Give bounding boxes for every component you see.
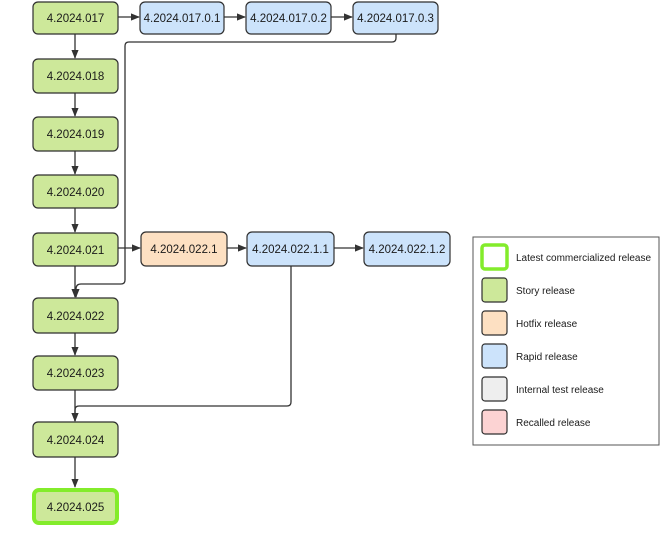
release-node-4-2024-022-1-2[interactable]: 4.2024.022.1.2 (363, 231, 451, 267)
release-node-4-2024-021[interactable]: 4.2024.021 (32, 232, 119, 267)
node-box (32, 488, 119, 525)
release-node-4-2024-020[interactable]: 4.2024.020 (32, 174, 119, 209)
legend-label-internal-test: Internal test release (516, 385, 604, 396)
release-node-4-2024-019[interactable]: 4.2024.019 (32, 116, 119, 152)
legend-label-recalled: Recalled release (516, 418, 591, 429)
node-label: 4.2024.022.1 (150, 244, 217, 256)
node-label: 4.2024.020 (47, 187, 105, 199)
edge-r03-022 (72, 34, 397, 298)
edge-r2211-024 (71, 266, 292, 422)
edges (71, 13, 397, 488)
node-label: 4.2024.019 (47, 129, 105, 141)
node-label: 4.2024.021 (47, 245, 105, 257)
release-node-4-2024-018[interactable]: 4.2024.018 (32, 58, 119, 94)
node-box (245, 1, 332, 35)
node-box (32, 116, 119, 152)
legend-swatch-hotfix (481, 310, 508, 336)
release-node-4-2024-022-1-1[interactable]: 4.2024.022.1.1 (246, 231, 335, 267)
release-node-4-2024-025-latest[interactable]: 4.2024.025 (32, 488, 119, 525)
node-label: 4.2024.022.1.1 (252, 244, 329, 256)
legend-label-story: Story release (516, 286, 575, 297)
node-box (246, 231, 335, 267)
release-node-4-2024-022[interactable]: 4.2024.022 (32, 297, 119, 334)
legend: Latest commercialized release Story rele… (472, 236, 660, 446)
release-node-4-2024-022-1[interactable]: 4.2024.022.1 (140, 231, 228, 267)
node-box (32, 174, 119, 209)
node-label: 4.2024.017 (47, 13, 105, 25)
release-node-4-2024-017[interactable]: 4.2024.017 (32, 1, 119, 35)
node-label: 4.2024.017.0.2 (250, 13, 327, 25)
node-box (32, 421, 119, 458)
node-label: 4.2024.017.0.1 (144, 13, 221, 25)
node-box (32, 297, 119, 334)
legend-label-hotfix: Hotfix release (516, 319, 578, 330)
node-box (32, 355, 119, 391)
node-box (352, 1, 439, 35)
legend-swatch-latest (480, 243, 509, 271)
legend-label-latest: Latest commercialized release (516, 253, 651, 264)
node-box (32, 232, 119, 267)
node-label: 4.2024.022 (47, 311, 105, 323)
node-box (32, 58, 119, 94)
legend-label-rapid: Rapid release (516, 352, 578, 363)
node-label: 4.2024.017.0.3 (357, 13, 434, 25)
node-box (363, 231, 451, 267)
node-box (32, 1, 119, 35)
node-label: 4.2024.024 (47, 435, 105, 447)
legend-swatch-internal-test (481, 376, 508, 402)
legend-swatch-recalled (481, 409, 508, 435)
node-label: 4.2024.025 (47, 502, 105, 514)
release-node-4-2024-017-0-1[interactable]: 4.2024.017.0.1 (139, 1, 225, 35)
legend-swatch-story (481, 277, 508, 303)
release-node-4-2024-017-0-2[interactable]: 4.2024.017.0.2 (245, 1, 332, 35)
release-node-4-2024-024[interactable]: 4.2024.024 (32, 421, 119, 458)
node-label: 4.2024.018 (47, 71, 105, 83)
node-label: 4.2024.022.1.2 (369, 244, 446, 256)
legend-swatch-rapid (481, 343, 508, 369)
release-node-4-2024-023[interactable]: 4.2024.023 (32, 355, 119, 391)
node-label: 4.2024.023 (47, 368, 105, 380)
release-node-4-2024-017-0-3[interactable]: 4.2024.017.0.3 (352, 1, 439, 35)
node-box (140, 231, 228, 267)
node-box (139, 1, 225, 35)
